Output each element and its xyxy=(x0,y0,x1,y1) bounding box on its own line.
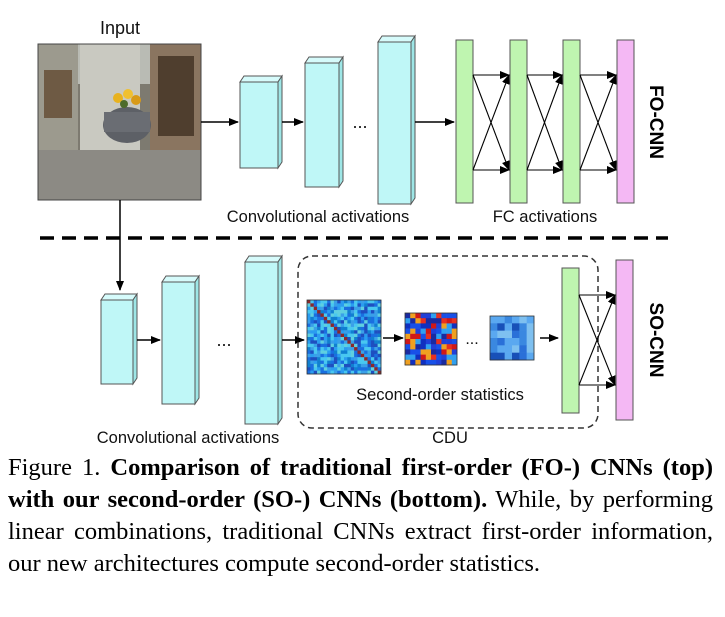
cdu-label: CDU xyxy=(432,429,468,447)
fo-ellipsis: ... xyxy=(352,112,367,132)
caption-prefix: Figure 1. xyxy=(8,454,101,481)
so-cnn-label: SO-CNN xyxy=(645,303,666,378)
fo-conv-block-1 xyxy=(239,74,283,170)
so-conv-block-3 xyxy=(244,254,283,426)
architecture-diagram: Input ... Convolutional activati xyxy=(37,18,668,447)
cdu-ellipsis: ... xyxy=(465,331,478,348)
fo-conv-block-3 xyxy=(377,34,416,206)
so-conv-label: Convolutional activations xyxy=(97,429,280,447)
fc-layer-3 xyxy=(562,39,581,204)
caption-body: While, by performing linear combinations… xyxy=(8,486,713,577)
so-output-layer xyxy=(615,259,634,421)
reduced-matrix xyxy=(404,312,458,366)
so-ellipsis: ... xyxy=(216,330,231,350)
fo-conv-label: Convolutional activations xyxy=(227,208,410,226)
fc-layer-2 xyxy=(509,39,528,204)
small-matrix xyxy=(489,315,535,361)
so-conv-block-2 xyxy=(161,274,200,406)
input-image xyxy=(37,43,202,201)
fc-label: FC activations xyxy=(493,208,598,226)
so-fc-connections xyxy=(578,291,616,389)
so-conv-block-1 xyxy=(100,292,138,386)
fc-connections xyxy=(472,71,617,174)
fo-output-layer xyxy=(616,39,635,204)
fo-conv-block-2 xyxy=(304,55,344,189)
covariance-matrix xyxy=(306,299,382,375)
fc-layer-1 xyxy=(455,39,474,204)
caption-bold: Comparison of traditional first-order (F… xyxy=(8,454,713,513)
figure-caption: Figure 1. Comparison of traditional firs… xyxy=(8,452,713,580)
so-fc-layer xyxy=(561,267,580,414)
second-order-label: Second-order statistics xyxy=(356,386,524,404)
fo-cnn-label: FO-CNN xyxy=(645,85,666,159)
input-label: Input xyxy=(100,18,140,38)
